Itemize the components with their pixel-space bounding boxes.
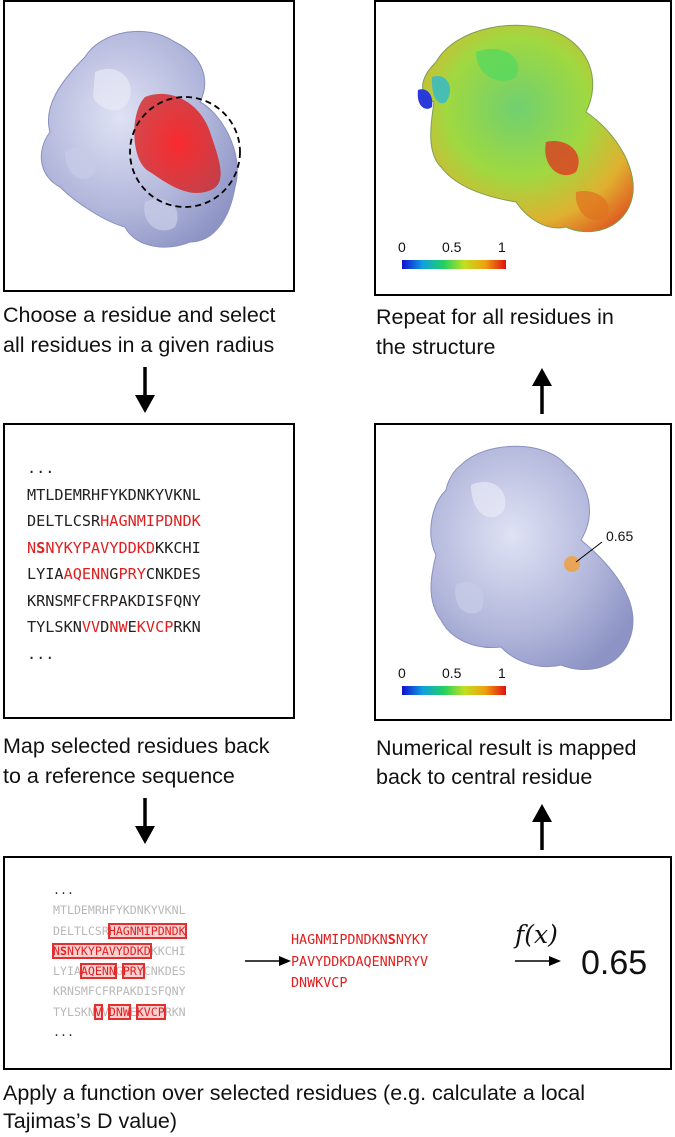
seq-line-3: NSNYKYPAVYDDKDKKCHI bbox=[27, 538, 201, 557]
central-residue-marker bbox=[564, 556, 580, 572]
selected-residues-region bbox=[134, 93, 221, 193]
ellipsis-top: ... bbox=[53, 883, 74, 897]
result-value: 0.65 bbox=[581, 944, 648, 982]
extracted-residues: HAGNMIPDNDKNSNYKY PAVYDDKDAQENNPRYV DNWK… bbox=[291, 933, 429, 991]
seq-line-1: MTLDEMRHFYKDNKYVKNL bbox=[27, 485, 201, 504]
colorbar-min: 0 bbox=[398, 665, 406, 681]
panel-central-residue: 0.65 0 0.5 1 bbox=[374, 423, 672, 721]
caption-step1-line1: Choose a residue and select bbox=[3, 303, 276, 327]
caption-step3-line1: Apply a function over selected residues … bbox=[3, 1081, 586, 1105]
arrow-down-icon bbox=[135, 798, 155, 844]
ellipsis-bottom: ... bbox=[27, 644, 55, 663]
caption-step4-line2: back to central residue bbox=[376, 765, 593, 789]
seq-line-2: DELTLCSRHAGNMIPDNDK bbox=[27, 512, 201, 530]
caption-step5-line2: the structure bbox=[376, 335, 496, 359]
colorbar-min: 0 bbox=[398, 239, 406, 255]
protein-surface bbox=[422, 24, 634, 233]
caption-step3-line2: Tajimas’s D value) bbox=[3, 1109, 178, 1133]
arrow-right-icon bbox=[245, 956, 291, 966]
panel-apply-function: ... MTLDEMRHFYKDNKYVKNL DELTLCSRHAGNMIPD… bbox=[3, 856, 672, 1070]
seq-line-4: LYIAAQENNGPRYCNKDES bbox=[27, 565, 201, 583]
seq-line-6: TYLSKNVVDNWEKVCPRKN bbox=[27, 618, 201, 636]
panel-select-residues bbox=[3, 0, 295, 292]
residue-value-label: 0.65 bbox=[606, 528, 634, 544]
selection-radius-circle bbox=[129, 96, 241, 208]
highlighted-sequence: ... MTLDEMRHFYKDNKYVKNL DELTLCSRHAGNMIPD… bbox=[52, 883, 187, 1040]
caption-step5-line1: Repeat for all residues in bbox=[376, 305, 614, 329]
arrow-up-icon bbox=[532, 804, 552, 850]
caption-step2-line1: Map selected residues back bbox=[3, 734, 270, 758]
colorbar-max: 1 bbox=[498, 665, 506, 681]
color-scale-bar bbox=[402, 260, 506, 269]
caption-step1-line2: all residues in a given radius bbox=[3, 333, 275, 357]
seq-line-5: KRNSMFCFRPAKDISFQNY bbox=[27, 591, 201, 610]
protein-structure-selection bbox=[40, 30, 241, 248]
colorbar-mid: 0.5 bbox=[442, 665, 462, 681]
color-scale-bar bbox=[402, 686, 506, 695]
function-label: f(x) bbox=[515, 920, 558, 949]
panel-sequence-mapping: ... MTLDEMRHFYKDNKYVKNL DELTLCSRHAGNMIPD… bbox=[3, 423, 295, 719]
protein-structure-central bbox=[402, 445, 634, 695]
caption-step2-line2: to a reference sequence bbox=[3, 764, 235, 788]
colorbar-mid: 0.5 bbox=[442, 239, 462, 255]
colorbar-max: 1 bbox=[498, 239, 506, 255]
arrow-right-icon bbox=[515, 956, 561, 966]
panel-all-residues: 0 0.5 1 bbox=[374, 0, 672, 296]
ellipsis-top: ... bbox=[27, 459, 55, 477]
protein-surface bbox=[430, 445, 634, 671]
protein-structure-heatmap bbox=[402, 24, 634, 269]
arrow-down-icon bbox=[135, 367, 155, 413]
reference-sequence: ... MTLDEMRHFYKDNKYVKNL DELTLCSRHAGNMIPD… bbox=[27, 455, 201, 667]
ellipsis-bottom: ... bbox=[53, 1025, 74, 1040]
arrow-up-icon bbox=[532, 368, 552, 414]
caption-step4-line1: Numerical result is mapped bbox=[376, 736, 637, 760]
